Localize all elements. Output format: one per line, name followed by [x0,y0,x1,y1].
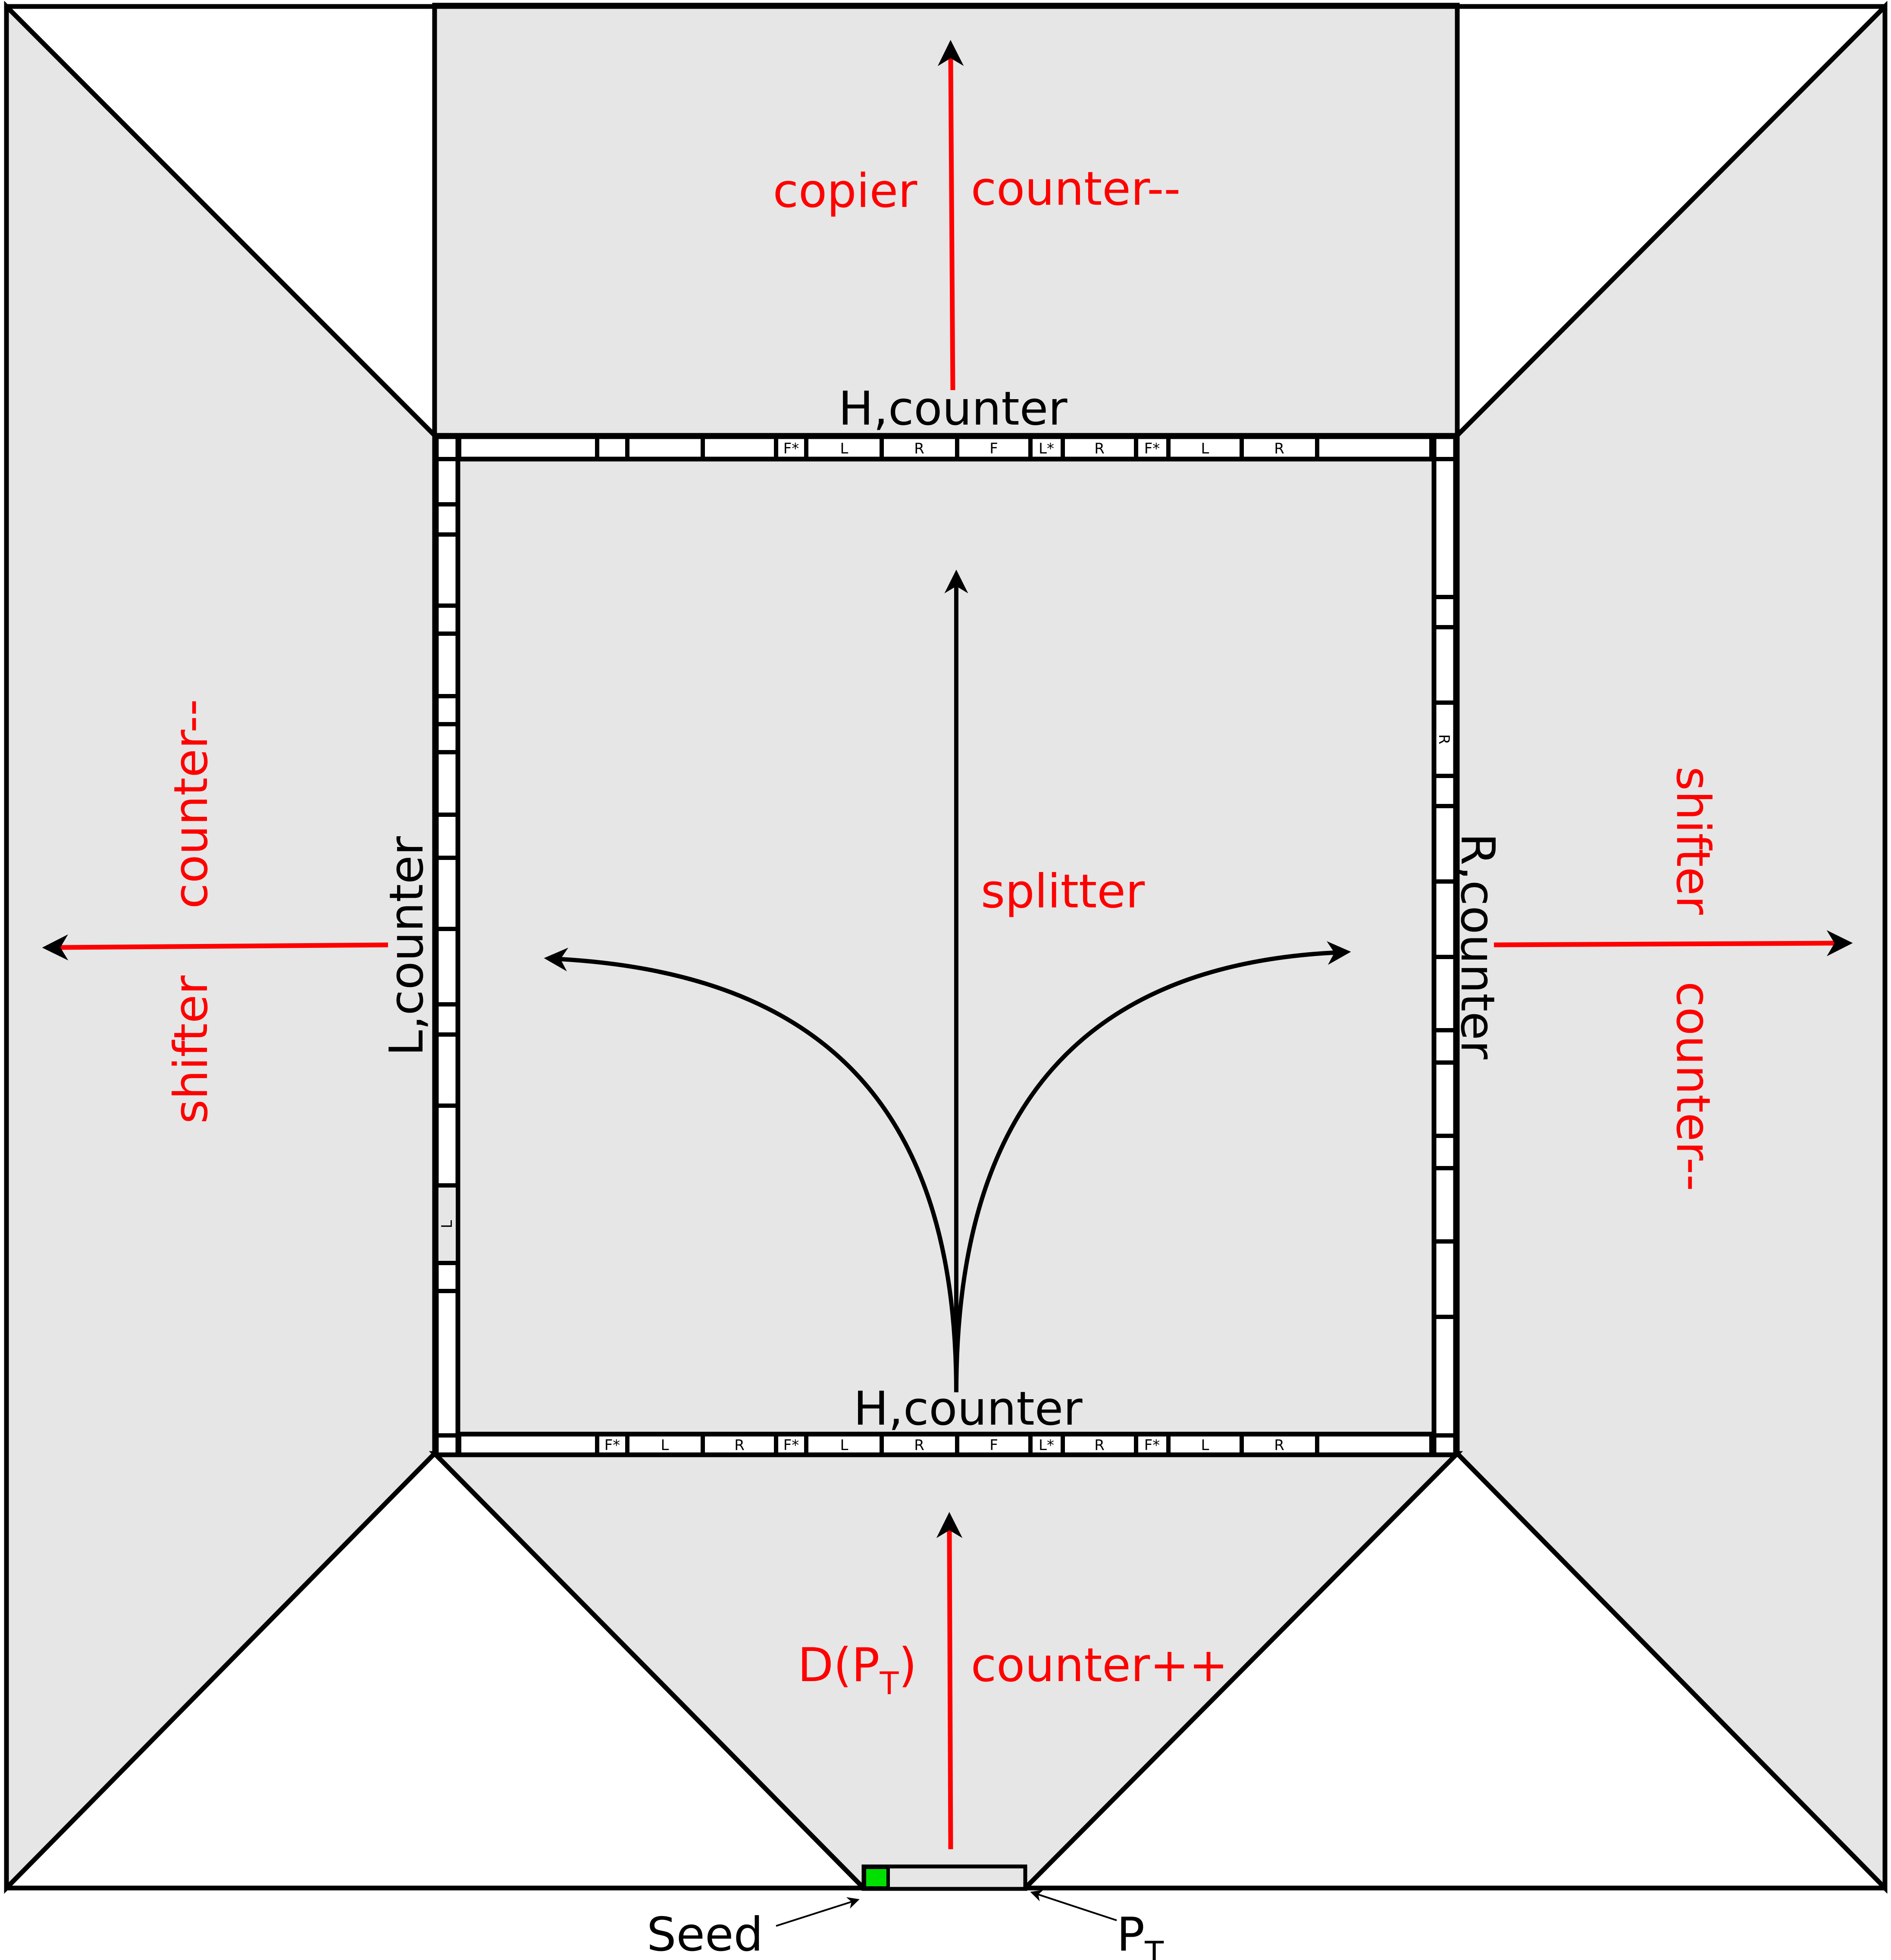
bottom-cell: R [914,1437,924,1454]
bottom-d-pt-label: D(PT) [798,1638,917,1701]
pt-tile-row [861,1864,1027,1891]
right-region [1455,0,1888,1894]
left-cell: L [438,1220,456,1228]
center-region [432,433,1460,1456]
pt-label: PT [1117,1908,1164,1960]
bottom-cell: L [661,1437,669,1454]
right-counter-label: counter-- [1666,982,1720,1191]
right-tile-column: R [1431,434,1458,1457]
top-cell: R [1094,440,1105,457]
top-region [432,3,1460,438]
left-counter-label: counter-- [164,699,218,909]
bottom-tile-row: F* L R F* L R F L* R F* L R [432,1432,1460,1457]
bottom-cell: R [1274,1437,1284,1454]
splitter-arrows [544,569,1351,1393]
bottom-cell: F* [604,1437,620,1454]
top-cell: F [989,440,998,457]
seed-pointer-arrow [776,1897,860,1927]
bottom-cell: R [734,1437,745,1454]
right-red-arrow [1493,930,1853,957]
bottom-cell: R [1094,1437,1105,1454]
bottom-region [429,1451,1463,1891]
top-cell: L [840,440,848,457]
bottom-cell: F [989,1437,998,1454]
left-red-arrow [42,934,388,961]
bottom-edge-label: H,counter [853,1382,1083,1436]
pt-main: P [1117,1908,1145,1960]
d-main: D(P [798,1638,880,1692]
top-edge-label: H,counter [838,382,1068,436]
top-tile-row: F* L R F L* R F* L R [432,434,1460,462]
pt-sub: T [1144,1935,1164,1960]
left-edge-label: L,counter [380,836,434,1056]
bottom-cell: L* [1039,1437,1054,1454]
bottom-red-arrow [936,1512,963,1850]
right-edge-label: R,counter [1450,833,1504,1060]
seed-bar [861,1864,1027,1891]
left-tile-column: L [434,434,460,1457]
bottom-counter-label: counter++ [971,1638,1228,1692]
red-arrows [42,40,1853,1850]
top-counter-label: counter-- [971,162,1181,216]
top-cell: R [1274,440,1284,457]
top-cell: F* [1144,440,1160,457]
regions [4,0,1888,1894]
d-sub: T [879,1665,899,1701]
top-red-arrow [937,40,964,391]
left-shifter-label: shifter [164,975,218,1124]
seed-tile [863,1866,890,1890]
d-close: ) [899,1638,917,1692]
seed-label: Seed [647,1908,763,1960]
top-cell: R [914,440,924,457]
right-cell: R [1435,734,1453,744]
splitter-right-arrow [954,941,1351,1393]
top-cell: F* [783,440,799,457]
top-cell: L [1201,440,1209,457]
copier-label: copier [773,164,917,218]
bottom-cell: L [840,1437,848,1454]
bottom-cell: L [1201,1437,1209,1454]
splitter-left-arrow [544,947,958,1393]
diagonal-lines [5,5,1887,1890]
right-shifter-label: shifter [1666,766,1720,915]
bottom-cell: F* [1144,1437,1160,1454]
splitter-label: splitter [981,865,1145,919]
bottom-cell: F* [783,1437,799,1454]
pt-pointer-arrow [1030,1890,1117,1921]
top-cell: L* [1039,440,1054,457]
